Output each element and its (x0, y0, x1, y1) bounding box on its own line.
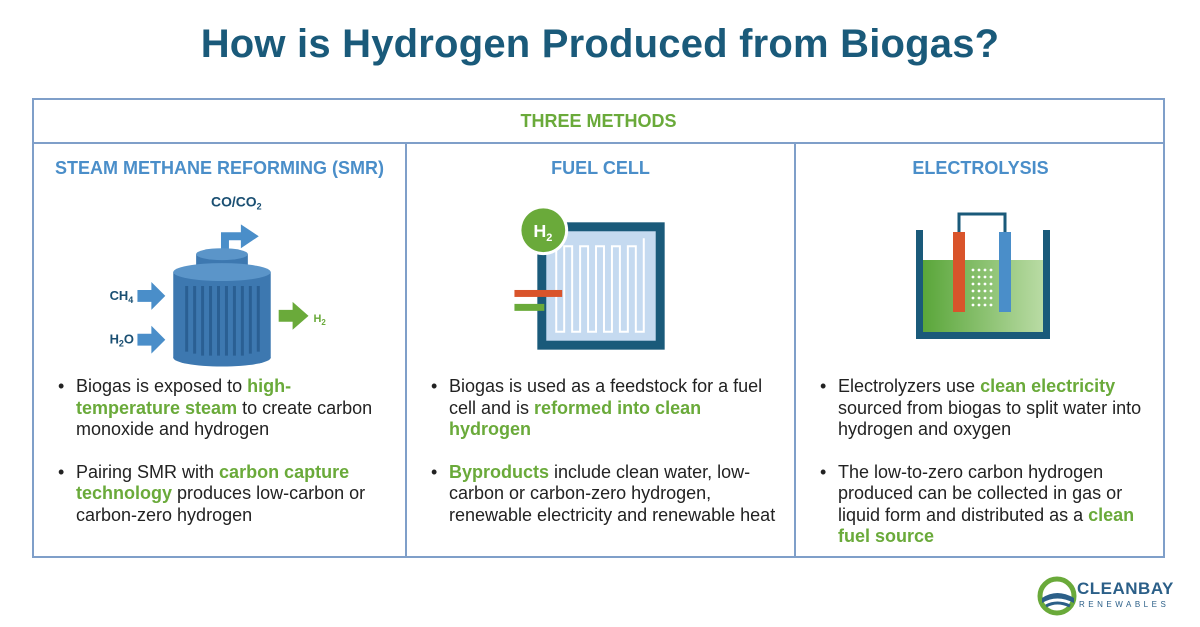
bullet-text: include clean water, low-carbon or carbo… (449, 461, 776, 525)
smr-reactor-illustration: CO/CO2 (110, 194, 326, 367)
svg-text:H2: H2 (533, 221, 552, 244)
bullet-text: sourced from biogas to split water into … (838, 397, 1142, 440)
bullet-item: Byproducts include clean water, low-carb… (429, 462, 784, 527)
bullet-item: The low-to-zero carbon hydrogen produced… (818, 462, 1155, 548)
smr-bullets: Biogas is exposed to high-temperature st… (56, 376, 395, 547)
bullet-item: Electrolyzers use clean electricity sour… (818, 376, 1155, 441)
fuel-cell-badge-sub: 2 (546, 232, 552, 244)
bullet-item: Biogas is used as a feedstock for a fuel… (429, 376, 784, 441)
fuel-cell-illustration: H2 (514, 205, 665, 350)
ch4-arrow-icon (137, 282, 166, 310)
bullet-text: Pairing SMR with (76, 461, 220, 482)
smr-label-co-sub: 2 (257, 201, 262, 211)
smr-label-h2o-sub: 2 (119, 339, 124, 349)
reactor-icon (173, 248, 271, 367)
fuel-cell-title: FUEL CELL (551, 158, 650, 178)
bullet-item: Pairing SMR with carbon capture technolo… (56, 462, 395, 527)
highlight-text: clean fuel source (838, 504, 1135, 547)
smr-label-h2o-o: O (124, 332, 134, 347)
svg-text:CO/CO2: CO/CO2 (211, 194, 262, 211)
svg-text:CH4: CH4 (110, 288, 134, 305)
bullet-text: Biogas is used as a feedstock for a fuel… (449, 376, 763, 418)
svg-text:H2: H2 (313, 313, 326, 327)
smr-label-h2o-h: H (110, 332, 119, 347)
electrolysis-illustration (916, 212, 1050, 339)
bullet-item: Biogas is exposed to high-temperature st… (56, 376, 395, 441)
smr-label-h2-sub: 2 (321, 318, 326, 327)
bullet-text: to create carbon monoxide and hydrogen (76, 397, 373, 440)
methods-header: THREE METHODS (34, 100, 1163, 144)
highlight-text: carbon capture technology (76, 461, 350, 504)
bullet-text: Biogas is exposed to (76, 376, 248, 396)
page-title: How is Hydrogen Produced from Biogas? (200, 22, 1000, 66)
bullet-text: The low-to-zero carbon hydrogen produced… (838, 461, 1123, 525)
electrolysis-column: ELECTROLYSIS (796, 144, 1165, 558)
highlight-text: clean electricity (980, 376, 1116, 396)
fuel-cell-bullets: Biogas is used as a feedstock for a fuel… (429, 376, 784, 547)
smr-label-ch4-sub: 4 (128, 295, 133, 305)
methods-table: THREE METHODS STEAM METHANE REFORMING (S… (32, 98, 1165, 558)
h2-arrow-icon (278, 301, 309, 330)
logo-subtitle: RENEWABLES (1079, 600, 1170, 609)
highlight-text: high-temperature steam (76, 376, 292, 418)
svg-text:H2O: H2O (110, 332, 134, 349)
h2o-arrow-icon (137, 325, 166, 354)
fuel-cell-column: FUEL CELL H2 Biogas is used as a feedsto… (407, 144, 796, 558)
electrolysis-cell-icon (916, 212, 1050, 339)
smr-column: STEAM METHANE REFORMING (SMR) CO/CO2 (34, 144, 407, 558)
highlight-text: reformed into clean hydrogen (449, 397, 702, 440)
electrolysis-bullets: Electrolyzers use clean electricity sour… (818, 376, 1155, 569)
smr-label-h2: H (313, 313, 321, 325)
highlight-text: Byproducts (449, 461, 550, 482)
smr-title: STEAM METHANE REFORMING (SMR) (55, 158, 384, 178)
logo-name: CLEANBAY (1077, 579, 1174, 598)
fuel-cell-icon (514, 222, 665, 350)
smr-label-ch4: CH (110, 288, 129, 303)
cleanbay-logo-icon (1037, 576, 1077, 616)
fuel-cell-badge-h: H (533, 221, 546, 241)
h2-badge-icon: H2 (518, 205, 569, 256)
bullet-text: produces low-carbon or carbon-zero hydro… (76, 483, 366, 525)
cleanbay-logo: CLEANBAY RENEWABLES (1037, 574, 1187, 618)
co-arrow-icon (220, 224, 259, 255)
bullet-text: Electrolyzers use (838, 376, 981, 396)
smr-label-co: CO/CO (211, 194, 257, 209)
electrolysis-title: ELECTROLYSIS (912, 158, 1049, 178)
